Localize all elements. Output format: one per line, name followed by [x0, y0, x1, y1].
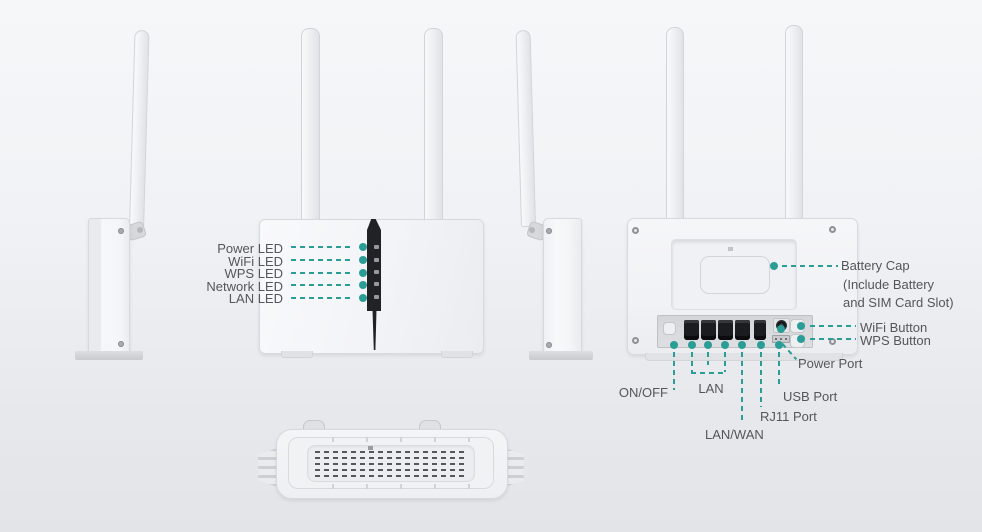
power-port-label: Power Port — [798, 356, 863, 371]
battery-cap-groove — [700, 256, 770, 294]
battery-cap-label: Battery Cap — [841, 258, 910, 273]
wps-led-icon — [374, 270, 379, 274]
on-off-button — [663, 322, 676, 335]
antenna — [515, 29, 536, 228]
usb-port-pins — [775, 338, 787, 340]
screw-icon — [546, 228, 552, 234]
callout-label: Network LED — [206, 279, 283, 294]
battery-cap — [671, 239, 797, 310]
side-fins-left — [258, 448, 278, 487]
wifi-button-label: WiFi Button — [860, 320, 928, 335]
device-foot — [441, 351, 473, 358]
frame-ticks-bottom — [300, 484, 482, 489]
callout-dot — [721, 341, 729, 349]
battery-cap-label-2: (Include Battery — [843, 277, 935, 292]
callout-dot — [797, 322, 805, 330]
callout-line — [291, 297, 353, 299]
usb-port-label: USB Port — [783, 389, 838, 404]
lan-port-3 — [718, 320, 733, 340]
screw-icon — [118, 228, 124, 234]
device-bottom-lip — [645, 353, 843, 361]
antenna — [424, 28, 443, 226]
network-led-icon — [374, 282, 379, 286]
antenna — [301, 28, 320, 226]
frame-ticks-top — [300, 437, 482, 442]
battery-cap-notch — [728, 247, 733, 251]
callout-line — [291, 259, 353, 261]
screw-icon — [632, 227, 639, 234]
callout-line — [691, 352, 693, 372]
callout-dot — [704, 341, 712, 349]
device-body — [543, 218, 582, 354]
antenna — [129, 29, 150, 230]
vent-holes — [315, 451, 467, 477]
vent-center-mark — [368, 446, 373, 450]
lan-label: LAN — [698, 381, 724, 396]
callout-label: WiFi LED — [228, 254, 283, 269]
battery-cap-label-3: and SIM Card Slot) — [843, 295, 954, 310]
screw-icon — [546, 342, 552, 348]
callout-line — [778, 352, 780, 387]
lan-led-icon — [374, 295, 379, 299]
callout-line — [810, 325, 856, 327]
callout-dot — [777, 325, 785, 333]
antenna — [666, 27, 684, 224]
callout-dot — [688, 341, 696, 349]
wifi-led-icon — [374, 258, 379, 262]
screw-icon — [632, 337, 639, 344]
callout-dot — [797, 335, 805, 343]
callout-dot — [359, 256, 367, 264]
led-strip — [367, 219, 381, 311]
on-off-label: ON/OFF — [618, 385, 668, 400]
rj11-port-label: RJ11 Port — [760, 409, 817, 424]
side-fins-right — [504, 448, 524, 487]
callout-line — [707, 352, 709, 365]
callout-line — [810, 338, 856, 340]
screw-icon — [118, 341, 124, 347]
device-stand — [529, 351, 593, 360]
callout-dot — [757, 341, 765, 349]
callout-line — [741, 352, 743, 424]
lan-wan-label: LAN/WAN — [705, 427, 764, 442]
callout-label: Power LED — [217, 241, 283, 256]
callout-line — [691, 372, 726, 374]
callout-dot — [359, 281, 367, 289]
lan-port-2 — [701, 320, 716, 340]
led-strip-lower — [372, 310, 377, 350]
callout-line — [673, 352, 675, 390]
callout-dot — [738, 341, 746, 349]
callout-line — [760, 352, 762, 407]
power-led-icon — [374, 245, 379, 249]
callout-dot — [670, 341, 678, 349]
rj11-port — [754, 320, 766, 340]
antenna-hinge-cap — [529, 227, 535, 233]
callout-line — [782, 265, 838, 267]
callout-dot — [359, 294, 367, 302]
callout-label: WPS LED — [224, 266, 283, 281]
screw-icon — [829, 226, 836, 233]
callout-dot — [359, 269, 367, 277]
callout-dot — [770, 262, 778, 270]
callout-dot — [775, 341, 783, 349]
wps-button-label: WPS Button — [860, 333, 931, 348]
callout-line — [724, 352, 726, 372]
lan-wan-port — [735, 320, 750, 340]
device-body — [88, 218, 130, 354]
device-stand — [75, 351, 143, 360]
callout-line — [291, 284, 353, 286]
antenna — [785, 25, 803, 224]
device-foot — [281, 351, 313, 358]
antenna-hinge-cap — [137, 227, 143, 233]
callout-label: LAN LED — [228, 291, 283, 306]
callout-line — [291, 246, 353, 248]
callout-line — [291, 272, 353, 274]
callout-dot — [359, 243, 367, 251]
lan-port-1 — [684, 320, 699, 340]
